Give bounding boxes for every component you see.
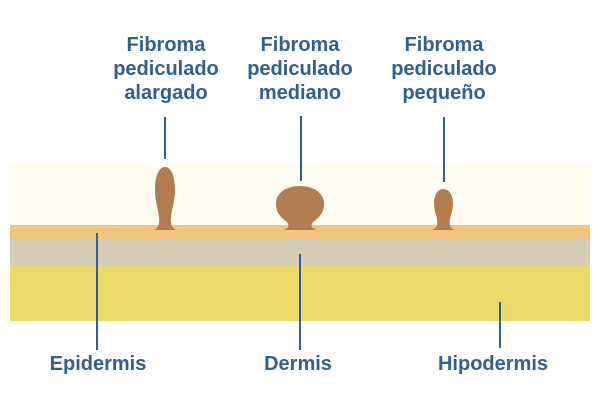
pointer-line-hipodermis bbox=[499, 302, 501, 348]
label-epidermis: Epidermis bbox=[49, 353, 147, 375]
label-fibroma-pediculado-pequeno: Fibroma pediculado pequeño bbox=[391, 34, 497, 104]
pointer-line-mediano bbox=[300, 116, 302, 181]
pointer-line-alargado bbox=[164, 117, 166, 159]
label-fibroma-pediculado-alargado: Fibroma pediculado alargado bbox=[113, 34, 219, 104]
pointer-line-dermis bbox=[299, 254, 301, 350]
label-dermis: Dermis bbox=[264, 353, 332, 375]
label-fibroma-pediculado-mediano: Fibroma pediculado mediano bbox=[247, 34, 353, 104]
pointer-line-epidermis bbox=[96, 233, 98, 350]
pointer-line-pequeno bbox=[443, 117, 445, 182]
label-hipodermis: Hipodermis bbox=[437, 353, 549, 375]
